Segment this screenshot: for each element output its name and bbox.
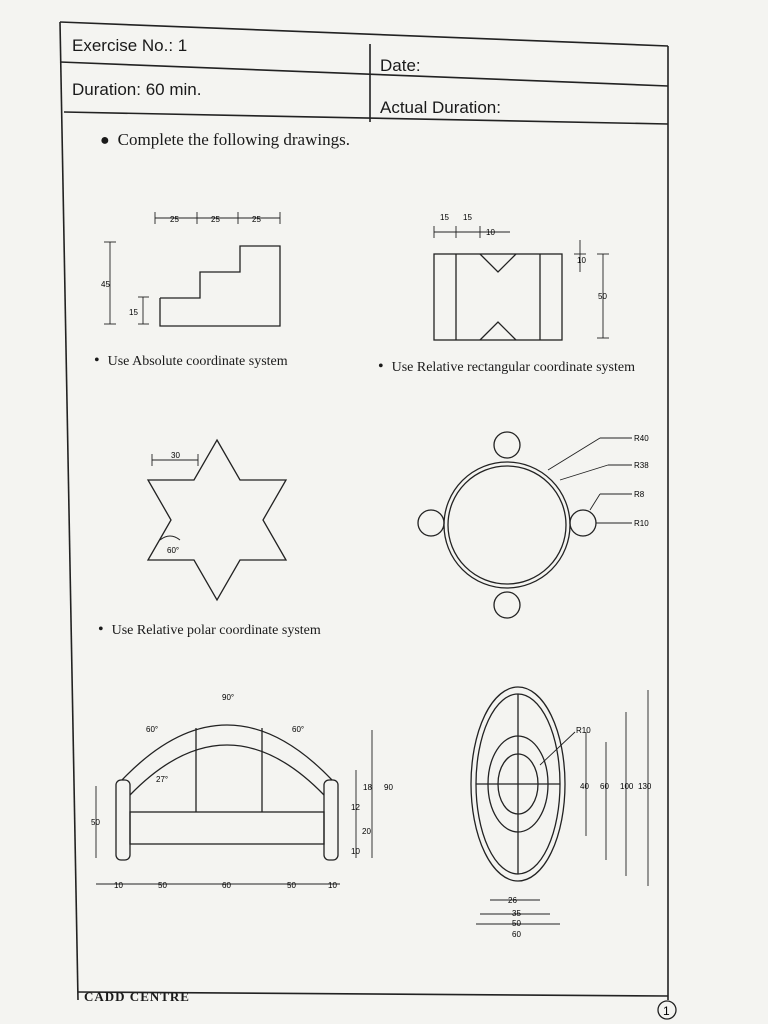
dim-10-left: 10 <box>114 881 123 890</box>
drawing-sofa <box>95 724 373 885</box>
bullet-icon: • <box>378 358 384 375</box>
dim-r40: R40 <box>634 434 649 443</box>
dim-60deg-left: 60° <box>146 725 158 734</box>
dim-18: 18 <box>363 783 372 792</box>
actual-duration-label: Actual Duration: <box>380 98 501 117</box>
instruction: ● Complete the following drawings. <box>100 130 350 150</box>
dim-r10: R10 <box>634 519 649 528</box>
page-frame <box>59 21 669 1001</box>
dim-50-bottom: 50 <box>512 919 521 928</box>
drawing-oval-table <box>470 686 649 925</box>
dim-10-right: 10 <box>328 881 337 890</box>
dim-40: 40 <box>580 782 589 791</box>
exercise-label: Exercise No.: 1 <box>72 36 188 55</box>
dim-26: 26 <box>508 896 517 905</box>
dim-r8: R8 <box>634 490 645 499</box>
dim-edge: 30 <box>171 451 180 460</box>
date-label: Date: <box>380 56 421 75</box>
dim-90: 90 <box>384 783 393 792</box>
bullet-icon: • <box>94 352 100 369</box>
drawing-stepped-profile <box>104 212 281 327</box>
cadd-centre-logo: CADD CENTRE <box>84 990 190 1003</box>
dim-27deg: 27° <box>156 775 168 784</box>
dim-90deg: 90° <box>222 693 234 702</box>
caption-relative-rect-text: Use Relative rectangular coordinate syst… <box>391 360 635 375</box>
dim-depth: 10 <box>577 256 586 265</box>
dim-notch: 10 <box>486 228 495 237</box>
dim-top-2: 25 <box>211 215 220 224</box>
dim-50-height: 50 <box>91 818 100 827</box>
dim-b: 15 <box>463 213 472 222</box>
dim-top-3: 25 <box>252 215 261 224</box>
dim-angle: 60° <box>167 546 179 555</box>
instruction-text: Complete the following drawings. <box>117 130 350 149</box>
dim-50-right: 50 <box>287 881 296 890</box>
caption-relative-rect: • Use Relative rectangular coordinate sys… <box>378 358 635 376</box>
page-number-circle <box>657 1000 677 1020</box>
dim-12: 12 <box>351 803 360 812</box>
caption-absolute-text: Use Absolute coordinate system <box>107 354 288 369</box>
dim-60-bottom: 60 <box>512 930 521 939</box>
caption-relative-polar-text: Use Relative polar coordinate system <box>111 623 321 638</box>
dim-a: 15 <box>440 213 449 222</box>
dim-block-height: 50 <box>598 292 607 301</box>
dim-100: 100 <box>620 782 634 791</box>
dim-20: 20 <box>362 827 371 836</box>
drawing-star <box>146 438 288 602</box>
dim-130: 130 <box>638 782 652 791</box>
caption-relative-polar: • Use Relative polar coordinate system <box>98 621 321 639</box>
dim-height: 45 <box>101 280 110 289</box>
caption-absolute: • Use Absolute coordinate system <box>94 352 288 370</box>
dim-35: 35 <box>512 909 521 918</box>
dim-r10-oval: R10 <box>576 726 591 735</box>
dim-10-vert: 10 <box>351 847 360 856</box>
dim-r38: R38 <box>634 461 649 470</box>
dim-50-left: 50 <box>158 881 167 890</box>
drawing-notched-block <box>433 226 609 341</box>
logo-text: CADD CENTRE <box>84 989 190 1004</box>
bullet-icon: ● <box>100 132 110 149</box>
dim-60-oval: 60 <box>600 782 609 791</box>
dim-60deg-right: 60° <box>292 725 304 734</box>
dim-step: 15 <box>129 308 138 317</box>
bullet-icon: • <box>98 621 104 638</box>
dim-60-mid: 60 <box>222 881 231 890</box>
dim-top-1: 25 <box>170 215 179 224</box>
drawing-table-chairs <box>417 431 632 619</box>
page-number: 1 <box>663 1004 670 1018</box>
duration-label: Duration: 60 min. <box>72 80 202 99</box>
